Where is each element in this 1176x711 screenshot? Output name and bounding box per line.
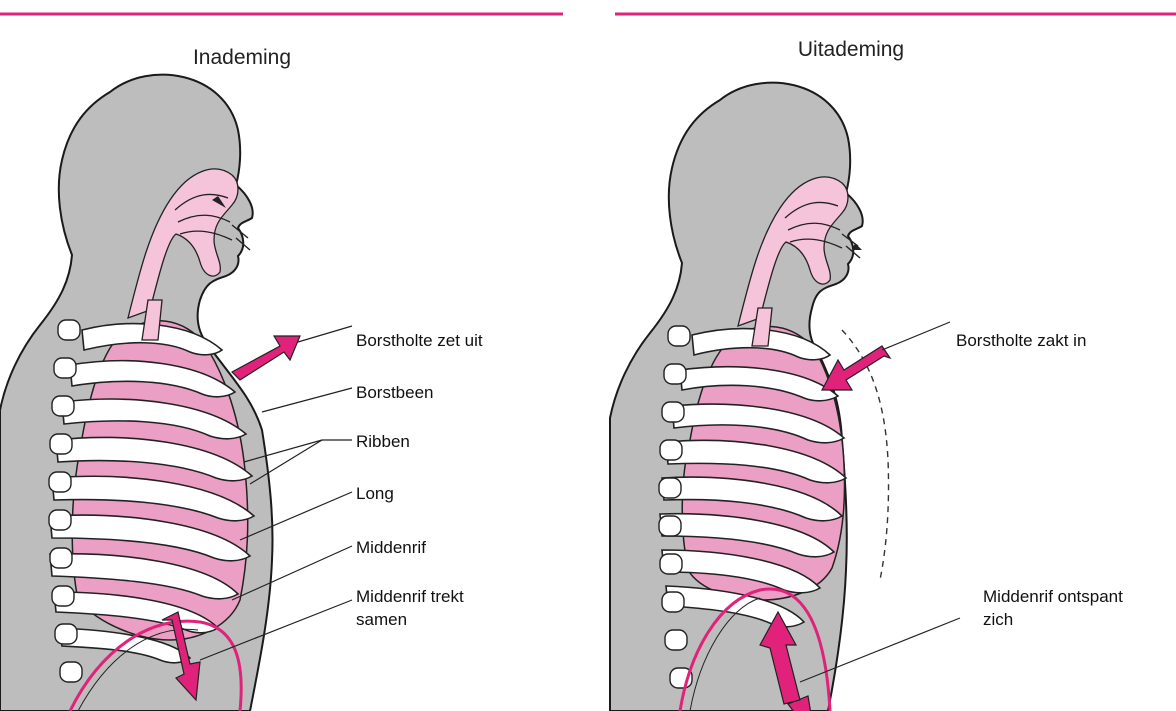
label-borstbeen: Borstbeen bbox=[356, 383, 434, 402]
label-borstholte-zet-uit: Borstholte zet uit bbox=[356, 331, 483, 350]
panel-title-uitademing: Uitademing bbox=[798, 38, 904, 61]
label-ribben: Ribben bbox=[356, 432, 410, 451]
label-middenrif-ontspant: Middenrif ontspant bbox=[983, 587, 1123, 606]
panel-inademing: Inademing bbox=[0, 46, 483, 711]
collapse-arrow bbox=[822, 346, 890, 390]
panel-title-inademing: Inademing bbox=[193, 46, 291, 69]
label-long: Long bbox=[356, 484, 394, 503]
expand-arrow bbox=[232, 336, 300, 380]
label-middenrif-trekt: Middenrif trekt bbox=[356, 587, 464, 606]
label-zich: zich bbox=[983, 610, 1013, 629]
label-borstholte-zakt-in: Borstholte zakt in bbox=[956, 331, 1086, 350]
label-middenrif: Middenrif bbox=[356, 538, 426, 557]
panel-uitademing: Uitademing bbox=[610, 38, 1123, 711]
label-samen: samen bbox=[356, 610, 407, 629]
